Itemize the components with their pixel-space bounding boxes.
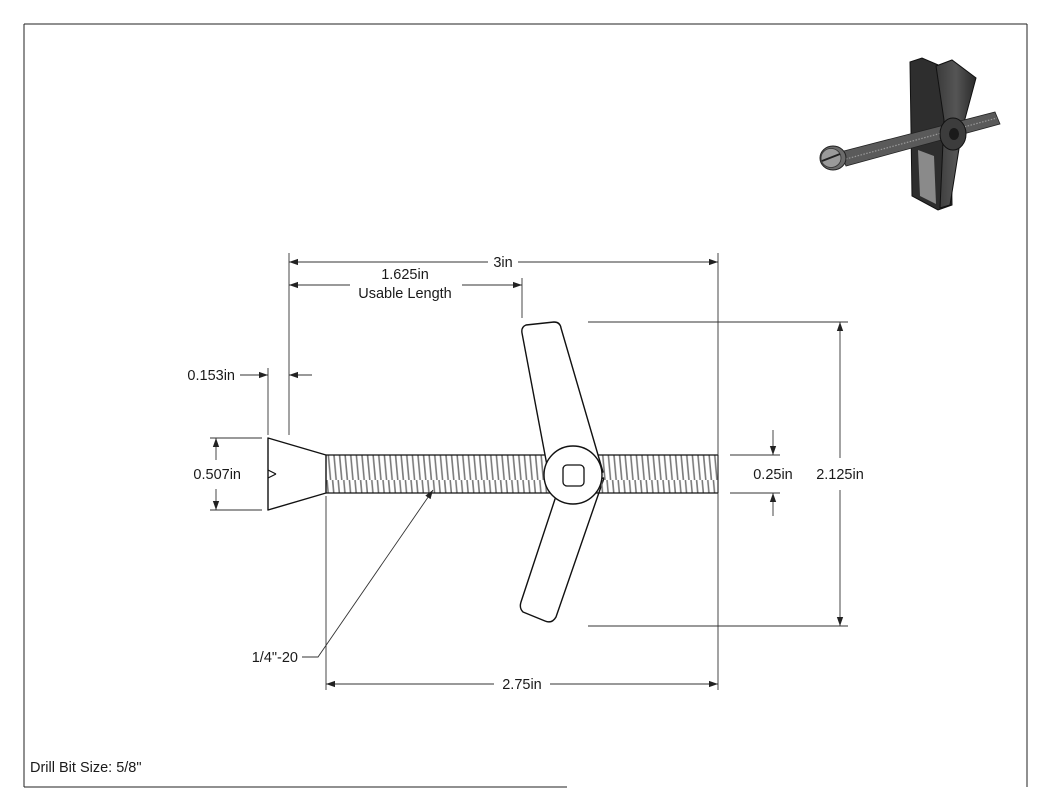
dimension-labels: 3in 1.625in Usable Length 0.153in 0.507i…: [187, 255, 863, 693]
drill-bit-size-note: Drill Bit Size: 5/8": [30, 760, 142, 776]
isometric-preview: [819, 57, 1001, 211]
upper-wing: [521, 321, 604, 477]
dim-head-thickness: 0.153in: [187, 368, 235, 384]
drawing-border: [23, 23, 1028, 788]
bolt-head: [267, 437, 327, 511]
dim-shank-length: 2.75in: [502, 677, 542, 693]
dim-head-diameter: 0.507in: [193, 467, 241, 483]
dim-overall-length: 3in: [493, 255, 512, 271]
threaded-shank: [326, 455, 718, 493]
dim-usable-length-label: Usable Length: [358, 286, 452, 302]
dimension-lines: [210, 253, 848, 690]
head-slot: [267, 469, 277, 475]
dim-thread-spec: 1/4"-20: [252, 650, 298, 666]
dim-wing-span: 2.125in: [816, 467, 864, 483]
dim-bolt-diameter: 0.25in: [753, 467, 793, 483]
lower-wing: [519, 477, 605, 623]
dim-usable-length-value: 1.625in: [381, 267, 429, 283]
hub-square-nut: [562, 464, 585, 487]
toggle-bolt-side-view: [267, 321, 719, 623]
